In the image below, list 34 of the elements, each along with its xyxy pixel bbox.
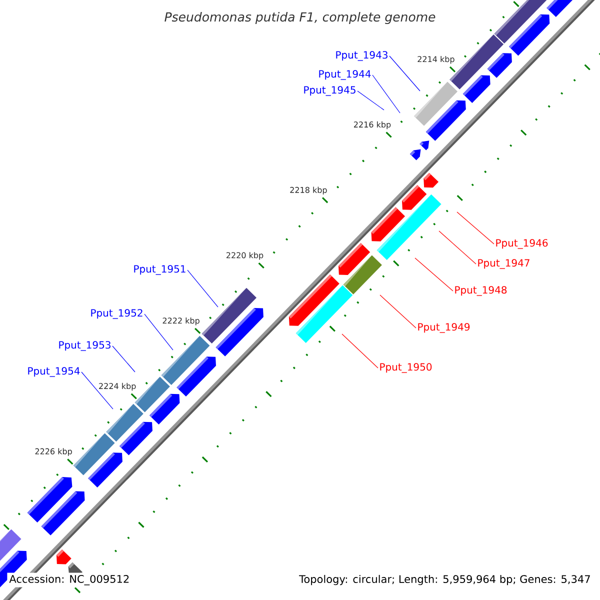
- leader-line: [389, 56, 420, 92]
- leader-line: [357, 90, 384, 110]
- tick-label: 2224 kbp: [99, 382, 136, 391]
- tick-label: 2220 kbp: [226, 252, 264, 260]
- gene-label: Pput_1943: [336, 51, 388, 61]
- title: Pseudomonas putida F1, complete genome: [164, 12, 436, 24]
- tick-label: 2218 kbp: [290, 186, 327, 194]
- leader-line: [414, 258, 454, 292]
- gene-label: Pput_1948: [455, 286, 507, 296]
- gene-label: Pput_1950: [380, 363, 432, 373]
- gene-label: Pput_1954: [28, 367, 80, 377]
- gene-label: Pput_1944: [319, 70, 371, 80]
- leader-line: [144, 314, 174, 350]
- tick-label: 2216 kbp: [354, 121, 391, 130]
- tick-label: 2222 kbp: [162, 317, 200, 326]
- leader-line: [372, 74, 400, 114]
- tick-label: 2214 kbp: [418, 56, 454, 64]
- gene-label: Pput_1952: [91, 309, 142, 319]
- tick-label: 2226 kbp: [35, 448, 72, 456]
- leader-line: [380, 294, 416, 328]
- leader-line: [342, 334, 378, 368]
- leader-line: [112, 346, 136, 372]
- leader-line: [438, 230, 476, 264]
- leader-line: [456, 212, 494, 244]
- gene-label: Pput_1947: [478, 259, 530, 269]
- gene-label: Pput_1949: [418, 323, 470, 333]
- leader-line: [187, 270, 218, 308]
- genome-stats-label: Topology: circular; Length: 5,959,964 bp; Genes: 5,347: [299, 574, 590, 586]
- leader-line: [81, 372, 114, 410]
- gene-label: Pput_1946: [496, 239, 548, 249]
- gene-label: Pput_1953: [59, 341, 110, 351]
- gene-label: Pput_1951: [134, 265, 186, 275]
- gene-label: Pput_1945: [304, 86, 356, 96]
- accession-label: Accession: NC_009512: [7, 572, 132, 588]
